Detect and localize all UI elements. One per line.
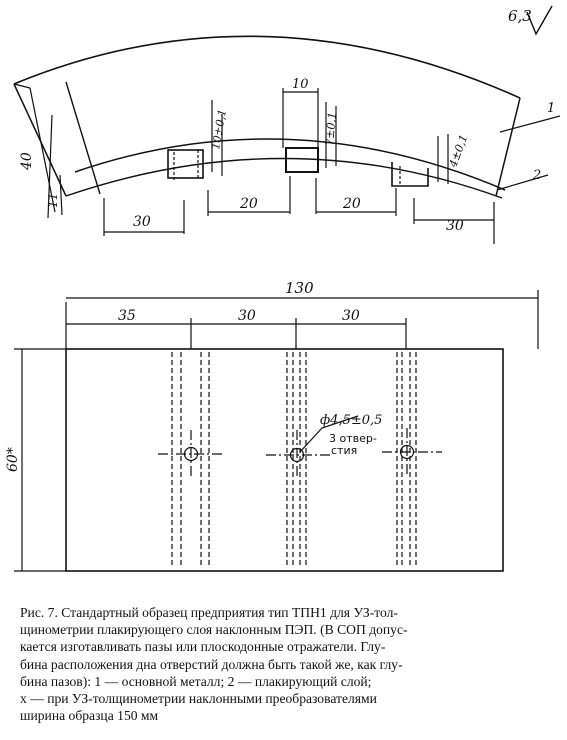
dim-hole-pos-2: 30 xyxy=(238,308,256,324)
part-label-1: 1 xyxy=(547,101,555,116)
dim-groove-depth-2: 7±0,1 xyxy=(323,112,339,147)
caption-line-1: Рис. 7. Стандартный образец предприятия … xyxy=(20,605,398,620)
roughness-mark: 6,3 xyxy=(508,7,532,25)
dim-groove-width: 10 xyxy=(292,77,309,92)
hole-count-line-1: 3 отвер- xyxy=(329,432,377,445)
dim-spacing-4: 30 xyxy=(446,218,464,234)
dim-left-outer: 40 xyxy=(19,152,35,171)
dim-hole-pos-3: 30 xyxy=(342,308,360,324)
front-view xyxy=(14,290,539,572)
caption-line-4: бина расположения дна отверстий должна б… xyxy=(20,656,403,672)
dim-spacing-3: 20 xyxy=(342,196,361,212)
caption-line-7: ширина образца 150 мм xyxy=(20,708,159,724)
hole-diameter: ф4,5±0,5 xyxy=(320,413,382,428)
caption-line-6: х — при УЗ-толщинометрии наклонными прео… xyxy=(20,691,377,707)
dim-left-inner: 11 xyxy=(46,193,60,208)
dim-groove-depth-3: 4±0,1 xyxy=(446,133,470,170)
dim-hole-pos-1: 35 xyxy=(118,308,136,324)
caption-line-2: щинометрии плакирующего слоя наклонным П… xyxy=(20,622,408,638)
top-view xyxy=(13,35,561,244)
caption-line-3: кается изготавливать пазы или плоскодонн… xyxy=(20,639,386,655)
dim-total-width: 130 xyxy=(285,279,314,297)
part-label-2: 2 xyxy=(532,168,541,183)
dim-height: 60* xyxy=(5,447,21,472)
hole-count-line-2: стия xyxy=(331,444,357,457)
dim-spacing-2: 20 xyxy=(239,196,258,212)
roughness-symbol xyxy=(526,5,553,36)
figure-caption: Рис. 7. Стандартный образец предприятия … xyxy=(20,604,552,724)
dim-spacing-1: 30 xyxy=(133,214,151,230)
technical-drawing: 6,3 40 11 10 10±0,1 7±0,1 4±0,1 30 20 20… xyxy=(5,5,561,572)
caption-line-5: бина пазов): 1 — основной металл; 2 — пл… xyxy=(20,673,372,689)
